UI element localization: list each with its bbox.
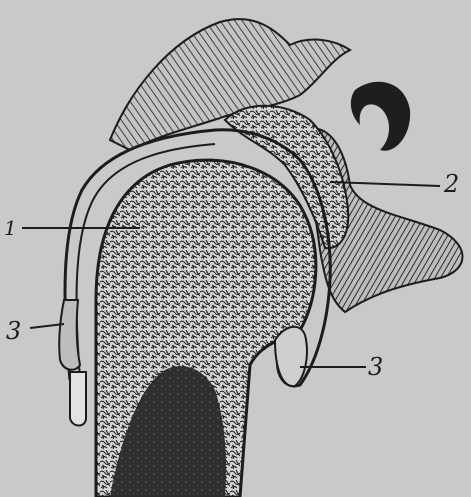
label-1: 1 xyxy=(4,218,17,238)
upper-right-socket xyxy=(351,82,410,151)
label-3-left: 3 xyxy=(6,319,21,343)
recess-tip xyxy=(70,372,86,426)
leader-line-3-left xyxy=(30,324,64,328)
left-recess xyxy=(59,300,80,370)
label-3-right: 3 xyxy=(368,355,383,379)
label-2: 2 xyxy=(444,172,459,196)
